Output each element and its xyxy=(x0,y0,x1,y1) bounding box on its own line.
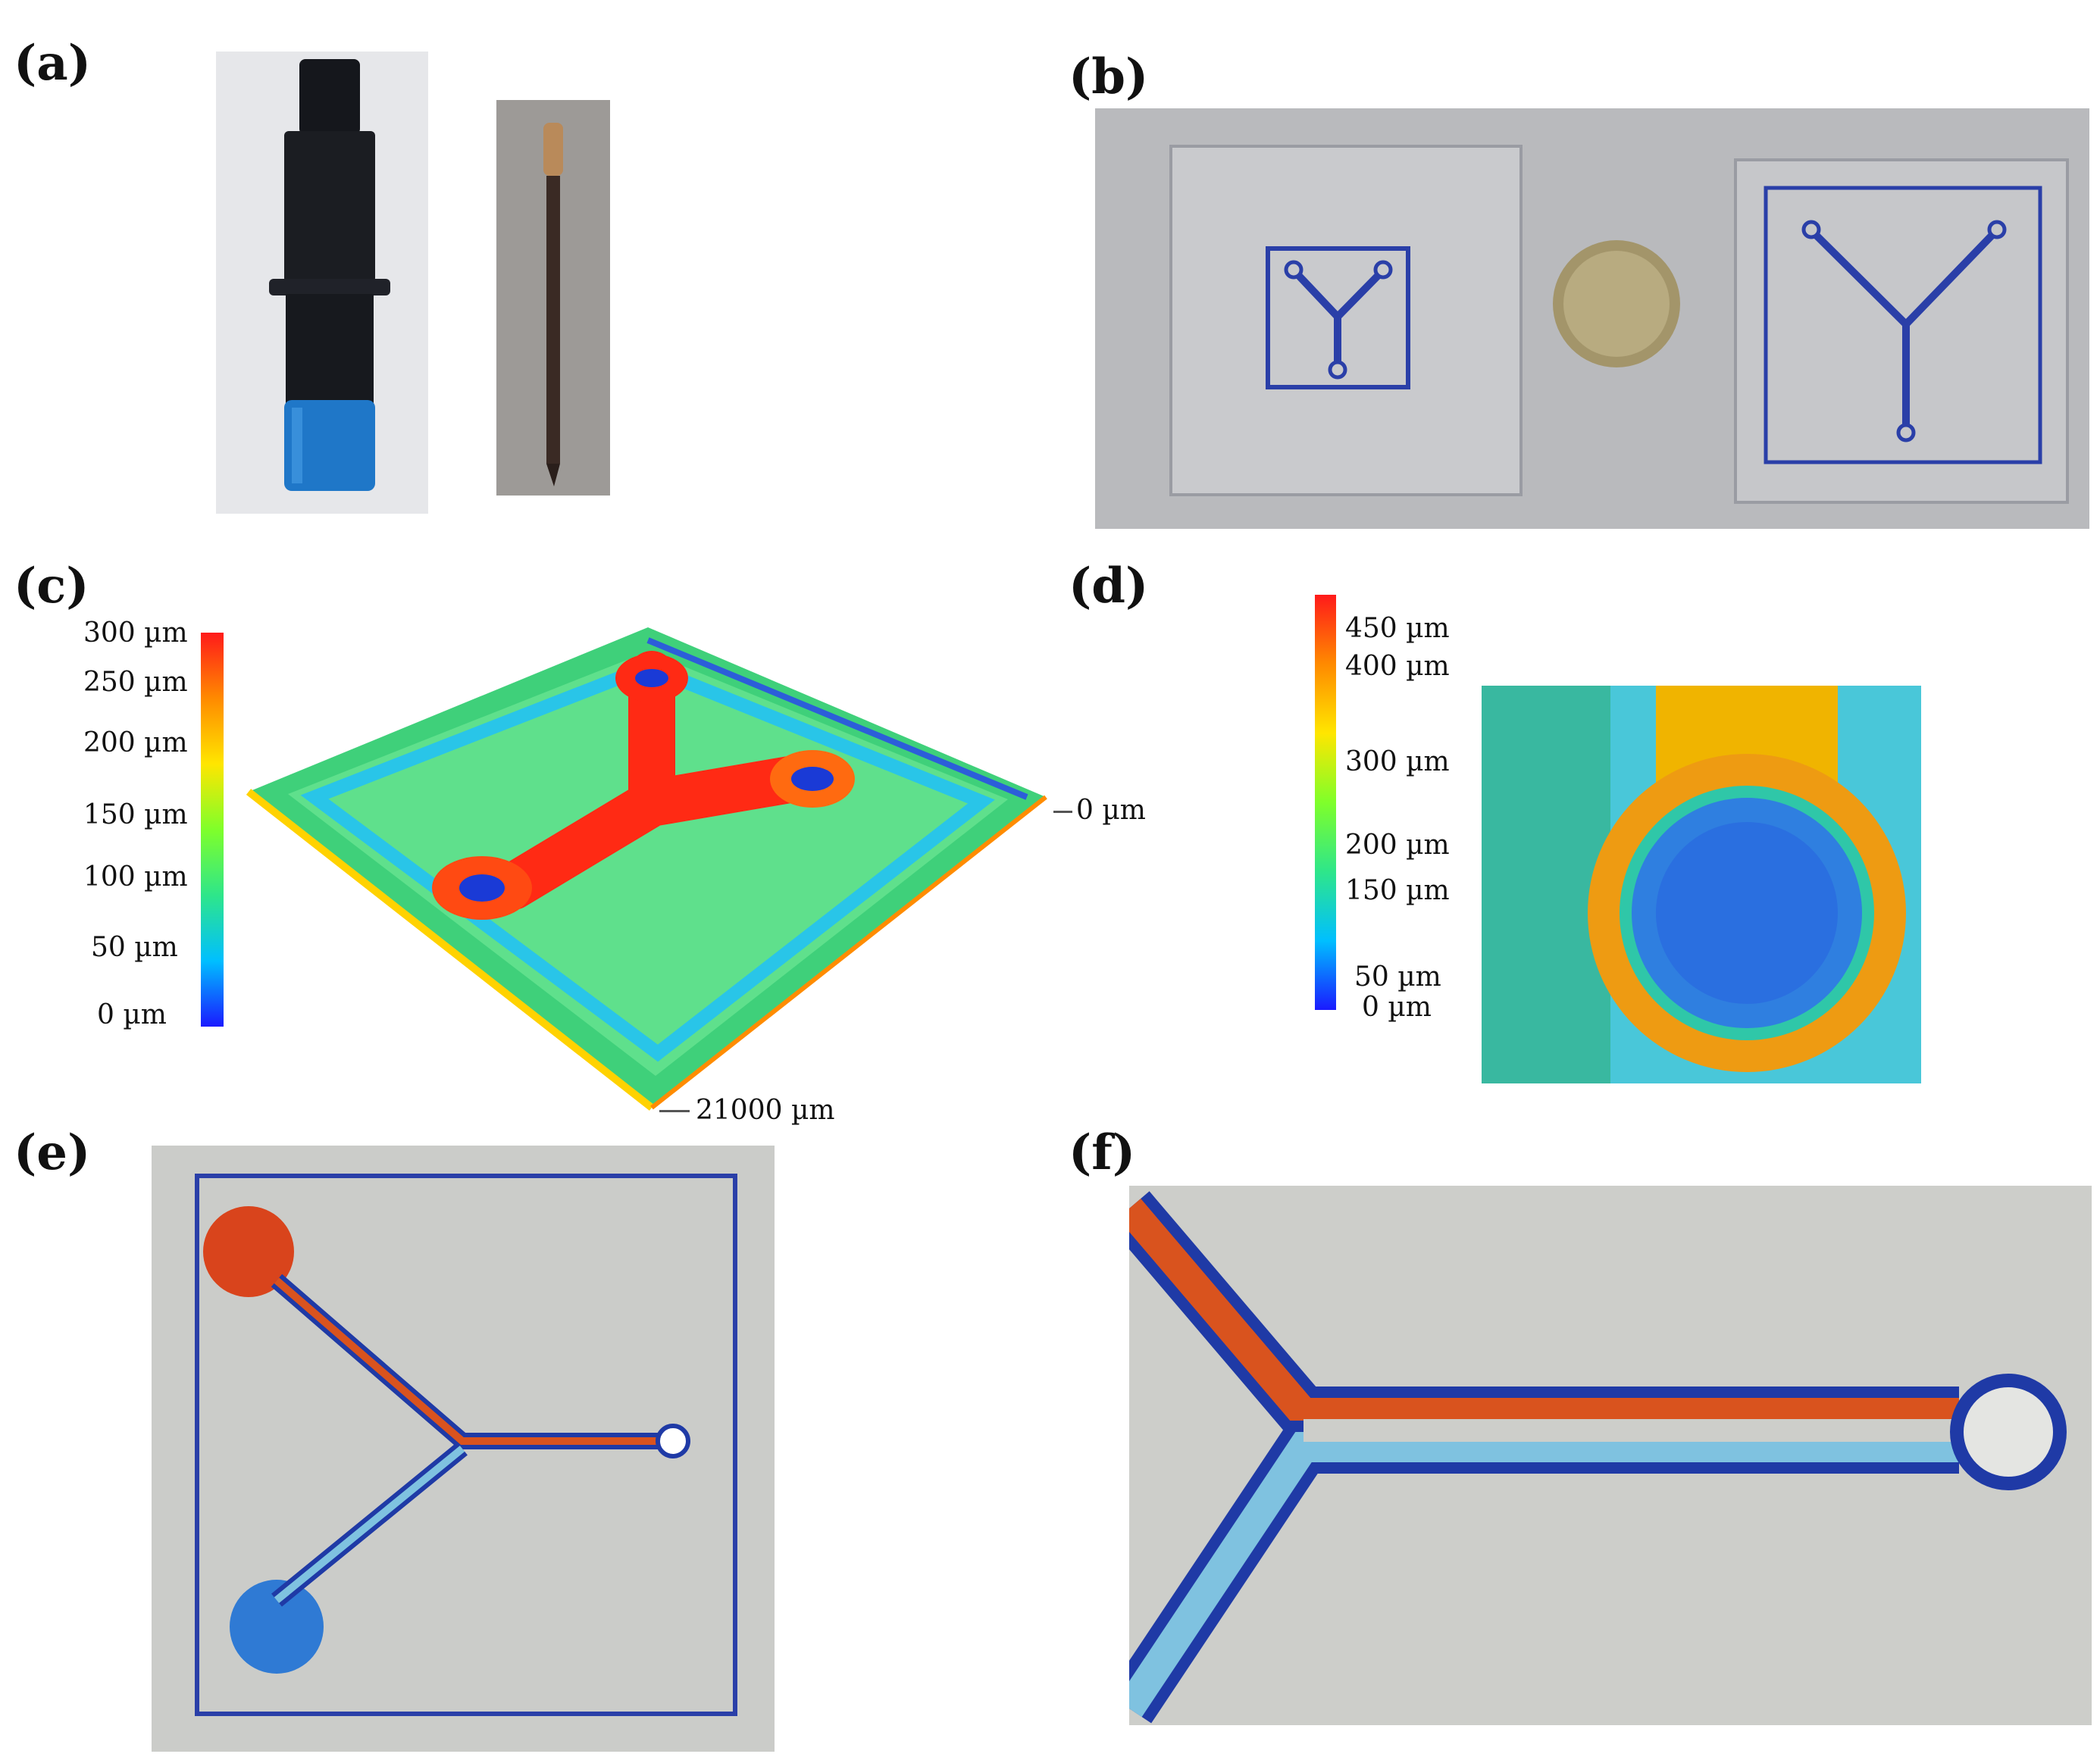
surface-profile-inlet-detail xyxy=(1482,686,1921,1083)
photo-y-channel-dyed xyxy=(152,1146,775,1752)
panel-label-d: (d) xyxy=(1069,558,1149,614)
colorbar-d-tick-400: 400 µm xyxy=(1345,651,1450,682)
surface-profile-3d xyxy=(243,621,1053,1114)
colorbar-c-tick-250: 250 µm xyxy=(83,667,188,698)
panel-label-a: (a) xyxy=(14,35,92,92)
photo-blade-holder xyxy=(216,52,428,514)
colorbar-d xyxy=(1315,595,1336,1010)
colorbar-c-tick-150: 150 µm xyxy=(83,799,188,830)
colorbar-c-tick-300: 300 µm xyxy=(83,617,188,649)
length-marker xyxy=(659,1110,690,1112)
depth-zero-marker xyxy=(1053,811,1072,813)
colorbar-d-tick-450: 450 µm xyxy=(1345,613,1450,644)
colorbar-c-tick-50: 50 µm xyxy=(91,932,178,963)
photo-y-channel-chips xyxy=(1095,108,2089,529)
axis-label-depth-zero: 0 µm xyxy=(1076,795,1146,826)
colorbar-d-tick-150: 150 µm xyxy=(1345,875,1450,906)
colorbar-c-tick-0: 0 µm xyxy=(97,999,167,1030)
colorbar-d-tick-300: 300 µm xyxy=(1345,746,1450,777)
colorbar-c xyxy=(201,633,224,1027)
photo-cutting-blade xyxy=(496,100,610,496)
axis-label-length: 21000 µm xyxy=(696,1095,835,1126)
photo-y-junction-closeup xyxy=(1129,1186,2092,1725)
panel-label-b: (b) xyxy=(1069,48,1149,105)
panel-label-f: (f) xyxy=(1069,1124,1136,1181)
panel-label-e: (e) xyxy=(14,1124,91,1181)
panel-label-c: (c) xyxy=(14,558,89,614)
colorbar-c-tick-200: 200 µm xyxy=(83,727,188,758)
colorbar-d-tick-200: 200 µm xyxy=(1345,830,1450,861)
colorbar-c-tick-100: 100 µm xyxy=(83,861,188,893)
colorbar-d-tick-50: 50 µm xyxy=(1354,961,1441,993)
colorbar-d-tick-0: 0 µm xyxy=(1362,992,1432,1023)
